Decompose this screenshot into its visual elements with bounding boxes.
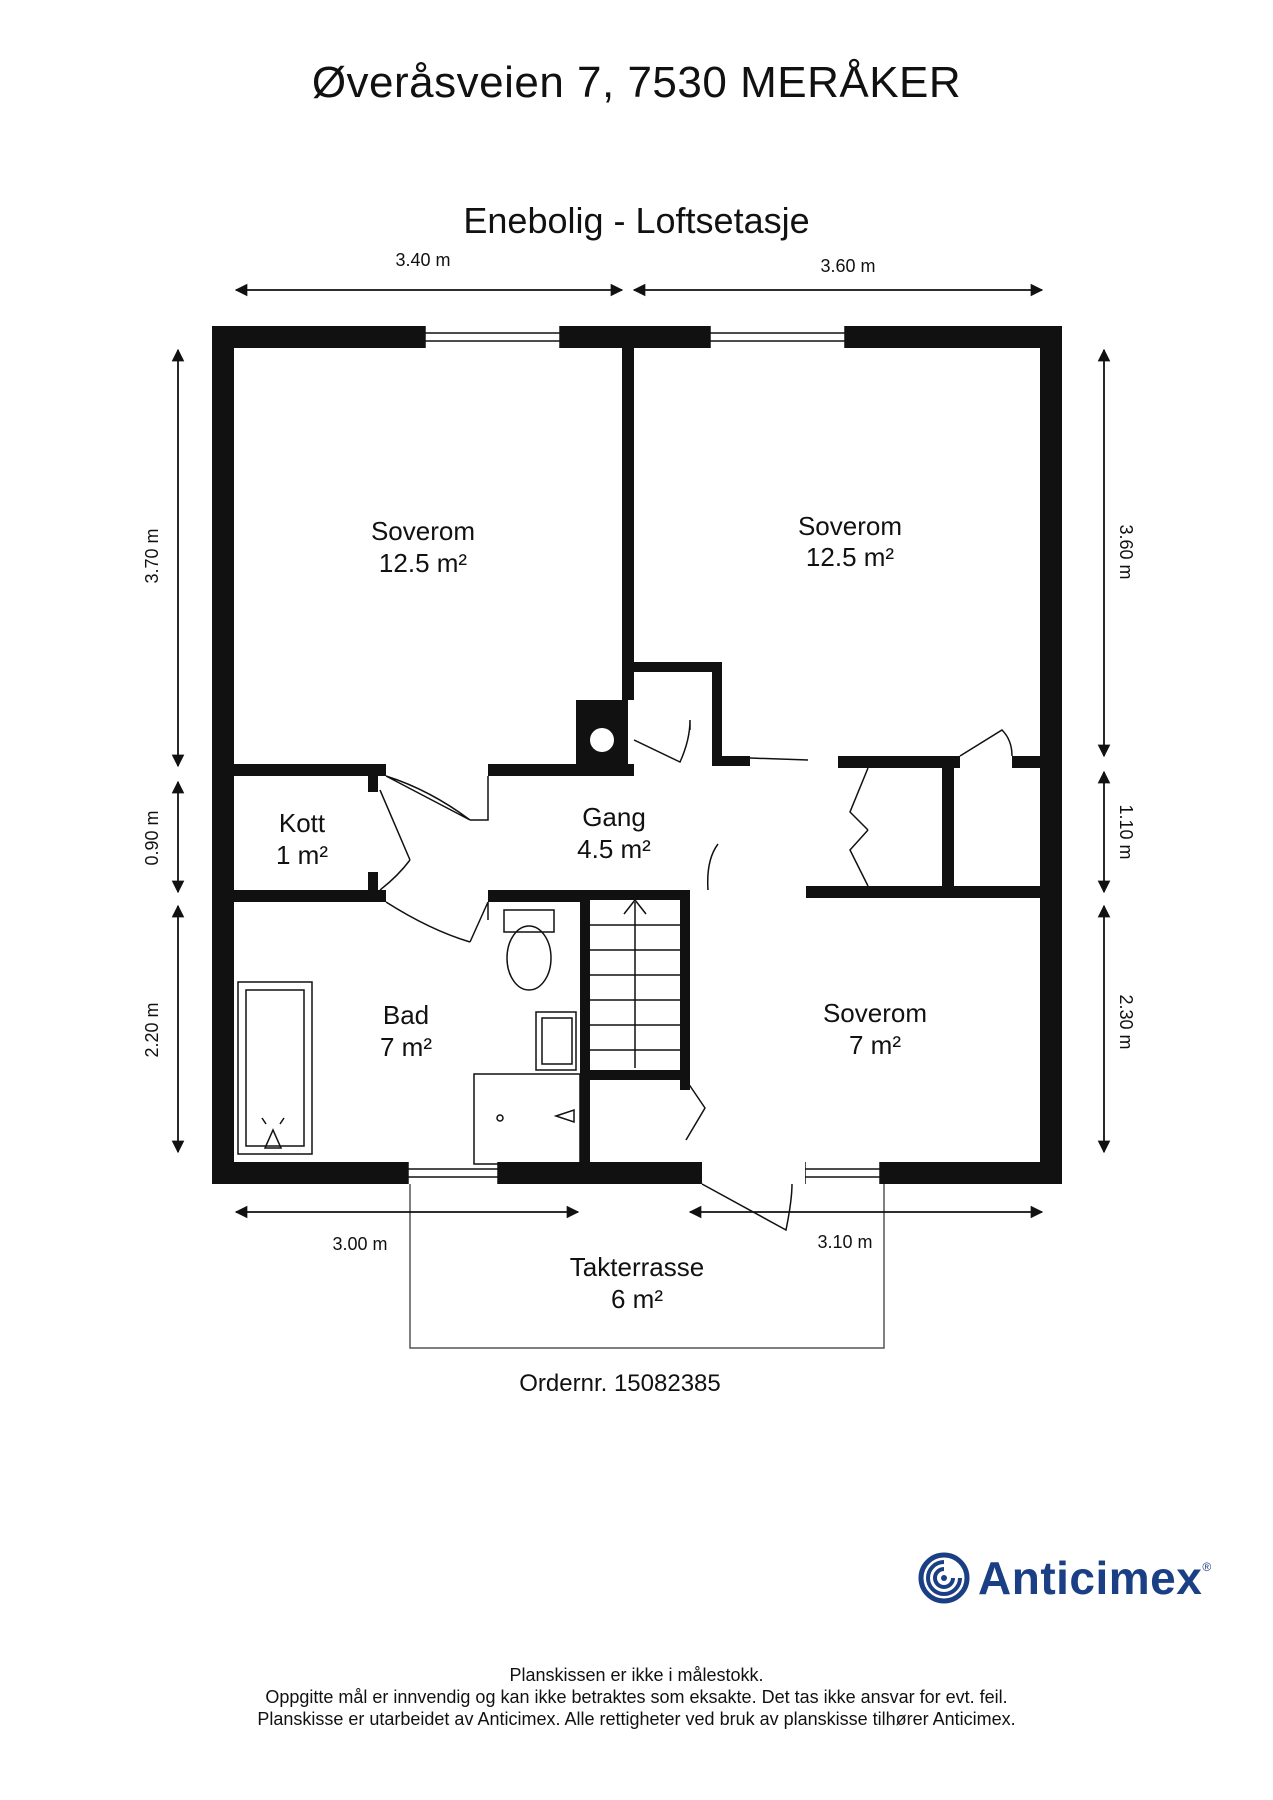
brand-name: Anticimex: [978, 1552, 1203, 1604]
bathtub: [237, 981, 313, 1155]
dim-right-top: 3.60 m: [1116, 524, 1136, 579]
room-name: Soverom: [371, 516, 475, 546]
dim-top-right: 3.60 m: [820, 256, 875, 276]
room-labels: Soverom 12.5 m² Soverom 12.5 m² Kott 1 m…: [276, 511, 927, 1314]
room-area: 1 m²: [276, 840, 328, 870]
disclaimer-line: Planskissen er ikke i målestokk.: [509, 1665, 764, 1685]
room-name: Soverom: [798, 511, 902, 541]
room-name: Bad: [383, 1000, 429, 1030]
dim-right-bottom: 2.30 m: [1116, 994, 1136, 1049]
room-area: 4.5 m²: [577, 834, 651, 864]
sink: [535, 1011, 577, 1071]
windows: [407, 326, 881, 1184]
interior-walls: [234, 348, 1040, 1182]
disclaimer: Planskissen er ikke i målestokk. Oppgitt…: [0, 1664, 1273, 1730]
shower: [473, 1073, 581, 1165]
door-swings: [379, 719, 1013, 1232]
outer-walls: [212, 326, 1062, 1184]
dim-left-middle: 0.90 m: [142, 810, 162, 865]
anticimex-swirl-icon: [918, 1552, 970, 1604]
room-name: Takterrasse: [570, 1252, 704, 1282]
room-area: 12.5 m²: [806, 542, 894, 572]
dimension-lines: [171, 283, 1111, 1219]
dim-bottom-right: 3.10 m: [817, 1232, 872, 1252]
address-title: Øveråsveien 7, 7530 MERÅKER: [311, 58, 962, 107]
dim-left-top: 3.70 m: [142, 528, 162, 583]
room-name: Soverom: [823, 998, 927, 1028]
disclaimer-line: Planskisse er utarbeidet av Anticimex. A…: [257, 1709, 1016, 1729]
dim-right-middle: 1.10 m: [1116, 804, 1136, 859]
disclaimer-line: Oppgitte mål er innvendig og kan ikke be…: [265, 1687, 1008, 1707]
room-area: 12.5 m²: [379, 548, 467, 578]
staircase: [590, 898, 680, 1068]
brand-logo: Anticimex ®: [918, 1548, 1211, 1608]
room-area: 6 m²: [611, 1284, 663, 1314]
chimney-flue: [590, 728, 614, 752]
room-area: 7 m²: [380, 1032, 432, 1062]
dim-top-left: 3.40 m: [395, 250, 450, 270]
room-name: Gang: [582, 802, 646, 832]
floor-title: Enebolig - Loftsetasje: [463, 200, 810, 241]
bathroom-fixtures: [237, 909, 581, 1165]
room-name: Kott: [279, 808, 326, 838]
toilet-tank: [503, 909, 555, 933]
brand-registered: ®: [1202, 1560, 1212, 1574]
dim-bottom-left: 3.00 m: [332, 1234, 387, 1254]
dim-left-bottom: 2.20 m: [142, 1002, 162, 1057]
dimension-labels: 3.40 m 3.60 m 3.00 m 3.10 m 3.70 m 0.90 …: [142, 250, 1136, 1254]
terrace-door-opening: [702, 1162, 805, 1184]
order-number: Ordernr. 15082385: [519, 1370, 721, 1397]
toilet-bowl: [506, 925, 552, 991]
room-area: 7 m²: [849, 1030, 901, 1060]
